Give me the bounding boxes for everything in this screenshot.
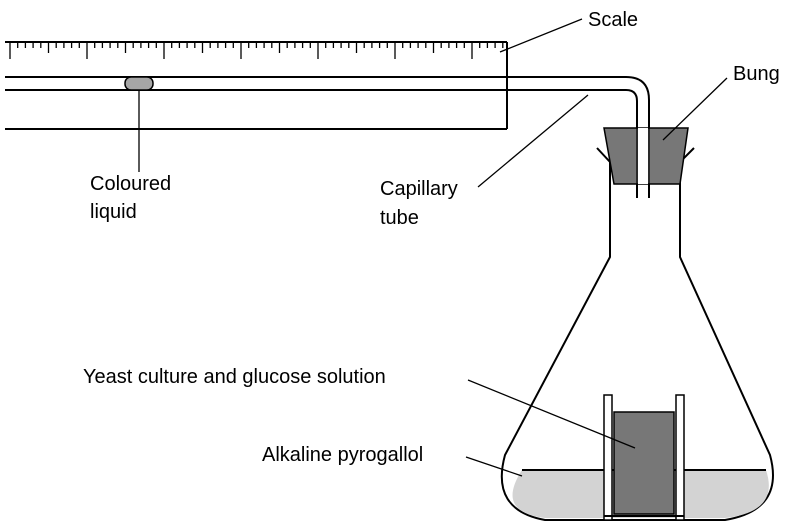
coloured-liquid-drop: [124, 76, 154, 91]
capillary-tube: [5, 76, 650, 198]
label-yeast-culture: Yeast culture and glucose solution: [83, 366, 386, 388]
label-scale: Scale: [588, 9, 638, 31]
yeast-culture-tube: [603, 394, 685, 521]
label-coloured-liquid-line1: Coloured: [90, 173, 171, 195]
scale-ticks: [9, 42, 504, 59]
label-coloured-liquid-line2: liquid: [90, 201, 137, 223]
label-alkaline-pyrogallol: Alkaline pyrogallol: [262, 444, 423, 466]
scale-ruler: [5, 41, 508, 130]
label-bung: Bung: [733, 63, 780, 85]
label-capillary-tube-line1: Capillary: [380, 178, 458, 200]
yeast-culture: [613, 411, 675, 515]
label-capillary-tube-line2: tube: [380, 207, 419, 229]
